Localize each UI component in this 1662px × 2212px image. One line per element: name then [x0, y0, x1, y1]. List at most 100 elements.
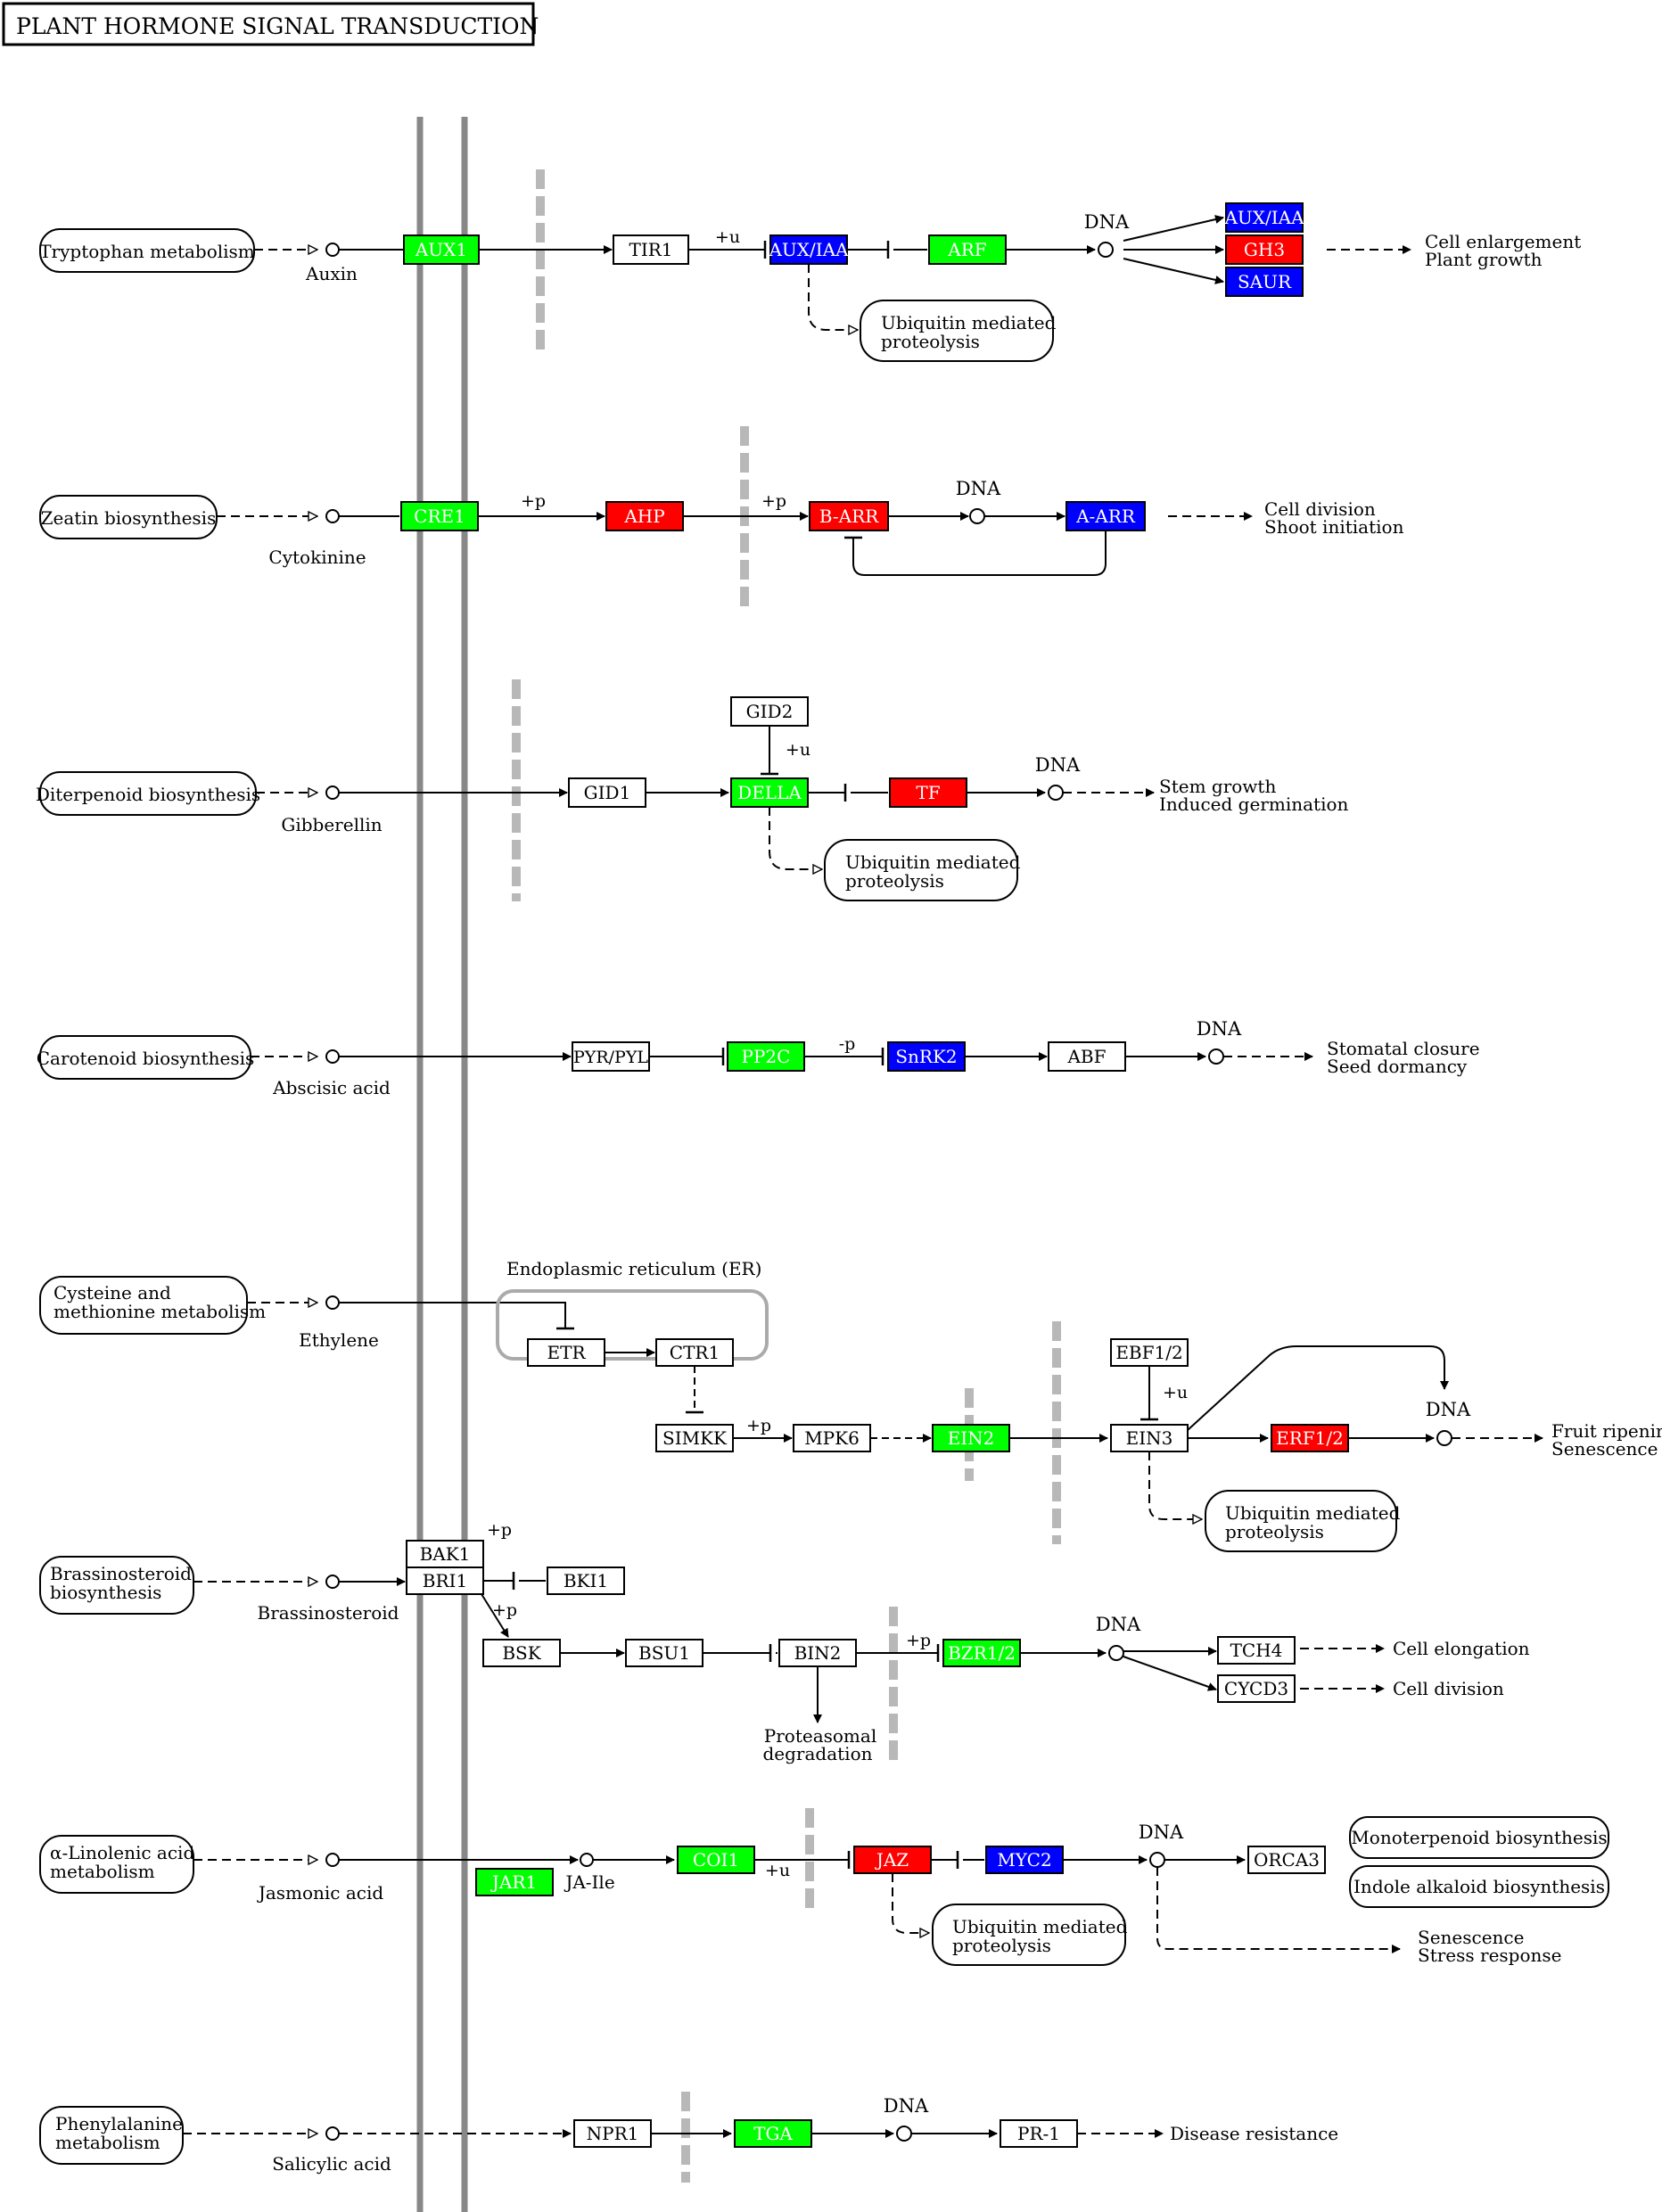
- auxin-label: Auxin: [305, 263, 358, 284]
- abscisic-acid-label: Abscisic acid: [272, 1077, 391, 1098]
- cysteine-label-1: Cysteine and: [53, 1282, 171, 1303]
- ubiquitin-label-3b: proteolysis: [1225, 1521, 1324, 1542]
- gene-arf[interactable]: [928, 234, 1007, 265]
- gene-gid1[interactable]: [568, 777, 646, 808]
- gene-ebf12-label: EBF1/2: [1115, 1342, 1182, 1363]
- gene-ahp[interactable]: [605, 501, 684, 531]
- proteasomal-label-1: Proteasomal: [764, 1725, 876, 1747]
- gene-ctr1[interactable]: [655, 1338, 734, 1367]
- auxin-outcome-2: Plant growth: [1425, 249, 1543, 270]
- cysteine-methionine-box[interactable]: [39, 1276, 248, 1335]
- gene-simkk[interactable]: [655, 1424, 734, 1452]
- ubiquitin-proteolysis-box-1[interactable]: [860, 300, 1054, 362]
- gene-tir1[interactable]: [613, 234, 689, 265]
- gene-aux1-label: AUX1: [415, 239, 467, 260]
- gene-jaz-label: JAZ: [875, 1849, 909, 1871]
- brassinosteroid-dna-node: [1108, 1645, 1124, 1661]
- gene-bki1-label: BKI1: [564, 1570, 608, 1591]
- brassinosteroid-compound[interactable]: [325, 1575, 340, 1589]
- er-label: Endoplasmic reticulum (ER): [506, 1258, 761, 1279]
- phenylalanine-label-1: Phenylalanine: [55, 2113, 183, 2134]
- gene-ahp-label: AHP: [623, 506, 664, 527]
- gene-pyr-pyl[interactable]: [572, 1041, 650, 1072]
- gene-cycd3[interactable]: [1217, 1674, 1296, 1703]
- indole-alkaloid-box[interactable]: [1349, 1865, 1609, 1908]
- gene-cre1[interactable]: [400, 501, 479, 531]
- jasmonic-acid-pathway: α-Linolenic acid metabolism Jasmonic aci…: [39, 1816, 1609, 1966]
- ubiquitin-label-1a: Ubiquitin mediated: [881, 312, 1057, 333]
- salicylic-acid-compound[interactable]: [325, 2126, 340, 2141]
- ja-ile-label: JA-Ile: [564, 1871, 614, 1893]
- bri1-phospho-label: +p: [492, 1600, 517, 1620]
- ubiquitin-label-1b: proteolysis: [881, 331, 980, 352]
- ethylene-ubiquitination-label: +u: [1163, 1383, 1188, 1402]
- jasmonic-outcome-1: Senescence: [1418, 1927, 1524, 1948]
- gene-simkk-label: SIMKK: [662, 1427, 728, 1449]
- gene-bzr12[interactable]: [942, 1639, 1021, 1667]
- ubiquitin-label-2b: proteolysis: [845, 870, 944, 892]
- diterpenoid-biosynthesis-label: Diterpenoid biosynthesis: [36, 784, 260, 805]
- cytokinin-pathway: Zeatin biosynthesis Cytokinine CRE1 +p A…: [39, 478, 1404, 576]
- gene-bri1[interactable]: [406, 1566, 484, 1595]
- gene-b-arr[interactable]: [809, 501, 889, 531]
- gene-aux1[interactable]: [403, 234, 480, 265]
- brassinosteroid-label-1: Brassinosteroid: [50, 1563, 192, 1584]
- gene-aux-iaa-target[interactable]: [1225, 202, 1304, 233]
- ethylene-dna-node: [1436, 1430, 1452, 1446]
- gene-orca3[interactable]: [1247, 1846, 1326, 1874]
- ubiquitin-proteolysis-box-3[interactable]: [1205, 1490, 1397, 1552]
- ubiquitin-label-3a: Ubiquitin mediated: [1225, 1502, 1401, 1524]
- gene-gid2[interactable]: [730, 696, 809, 727]
- gene-bri1-label: BRI1: [423, 1570, 467, 1591]
- gene-tch4[interactable]: [1217, 1636, 1296, 1665]
- cytokinine-compound[interactable]: [325, 509, 340, 523]
- gene-bak1[interactable]: [406, 1540, 484, 1568]
- gene-etr-label: ETR: [547, 1342, 587, 1363]
- gene-jar1[interactable]: [475, 1868, 554, 1896]
- auxin-dna-node: [1098, 242, 1114, 258]
- abscisic-acid-compound[interactable]: [325, 1049, 340, 1064]
- salicylic-outcome: Disease resistance: [1170, 2123, 1338, 2144]
- carotenoid-biosynthesis-label: Carotenoid biosynthesis: [37, 1048, 255, 1069]
- brassinosteroid-biosynthesis-box[interactable]: [39, 1556, 194, 1615]
- indole-alkaloid-label: Indole alkaloid biosynthesis: [1353, 1876, 1605, 1897]
- gene-a-arr-label: A-ARR: [1075, 506, 1136, 527]
- gene-ein3[interactable]: [1110, 1424, 1189, 1452]
- linolenic-metabolism-box[interactable]: [39, 1835, 194, 1894]
- gene-bsu1[interactable]: [625, 1639, 703, 1667]
- gene-pyr-pyl-label: PYR/PYL: [573, 1048, 648, 1067]
- gene-myc2-label: MYC2: [997, 1849, 1051, 1871]
- monoterpenoid-biosynthesis-box[interactable]: [1349, 1816, 1609, 1859]
- ja-ile-compound[interactable]: [580, 1853, 594, 1867]
- gibberellin-compound[interactable]: [325, 785, 340, 800]
- gene-ein2[interactable]: [932, 1424, 1010, 1452]
- abscisic-outcome-2: Seed dormancy: [1327, 1056, 1468, 1077]
- gene-b-arr-label: B-ARR: [819, 506, 879, 527]
- gibberellin-label: Gibberellin: [281, 814, 382, 835]
- gene-saur[interactable]: [1225, 267, 1304, 297]
- gene-bki1[interactable]: [547, 1566, 625, 1595]
- cytokinine-label: Cytokinine: [268, 547, 366, 568]
- gene-orca3-label: ORCA3: [1254, 1849, 1320, 1871]
- gene-etr[interactable]: [527, 1338, 605, 1367]
- gene-pr1[interactable]: [1000, 2119, 1078, 2148]
- phenylalanine-metabolism-box[interactable]: [39, 2106, 184, 2165]
- auxin-compound[interactable]: [325, 243, 340, 257]
- ubiquitin-proteolysis-box-4[interactable]: [932, 1904, 1126, 1966]
- bak1-phospho-label: +p: [487, 1520, 512, 1540]
- ubiquitin-proteolysis-box-2[interactable]: [824, 839, 1018, 901]
- gibberellin-outcome-2: Induced germination: [1159, 794, 1349, 815]
- title-box: [2, 2, 535, 46]
- gene-gh3[interactable]: [1225, 234, 1304, 265]
- tch4-outcome: Cell elongation: [1393, 1638, 1530, 1659]
- ethylene-compound[interactable]: [325, 1295, 340, 1310]
- gibberellin-dna-node: [1048, 785, 1064, 801]
- cytokinin-outcome-2: Shoot initiation: [1264, 516, 1404, 538]
- zeatin-biosynthesis-label: Zeatin biosynthesis: [41, 507, 217, 529]
- ethylene-dna-label: DNA: [1426, 1399, 1471, 1420]
- gene-tir1-label: TIR1: [629, 239, 672, 260]
- diagram-title: PLANT HORMONE SIGNAL TRANSDUCTION: [16, 13, 539, 39]
- gene-bak1-label: BAK1: [420, 1543, 471, 1565]
- gene-bsk[interactable]: [482, 1639, 561, 1667]
- jasmonic-acid-compound[interactable]: [325, 1853, 340, 1867]
